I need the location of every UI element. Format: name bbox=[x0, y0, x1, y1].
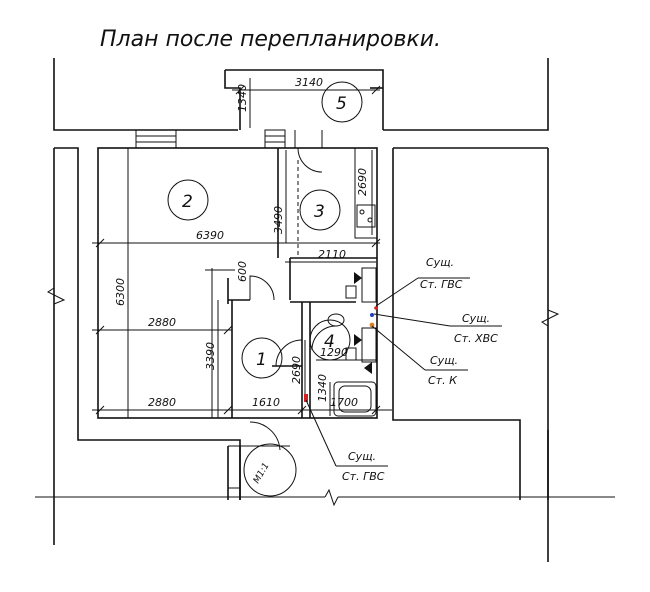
dim-total-height: 6300 bbox=[114, 278, 127, 306]
dim-corridor-width: 2110 bbox=[318, 248, 346, 261]
dim-room4-height-c: 1340 bbox=[316, 374, 329, 402]
dim-room3-height: 2690 bbox=[356, 168, 369, 196]
room-2-label: 2 bbox=[182, 192, 193, 212]
room-4-label: 4 bbox=[324, 332, 335, 352]
dim-middle-height: 3390 bbox=[204, 342, 217, 370]
dim-room1-width: 1610 bbox=[252, 396, 280, 409]
hot-water-pipe bbox=[374, 306, 378, 310]
note-hvs-line1: Сущ. bbox=[462, 312, 490, 325]
interior-walls bbox=[97, 129, 378, 497]
room-labels: 2 3 1 4 5 bbox=[167, 81, 363, 379]
note-gvs-bottom-line1: Сущ. bbox=[348, 450, 376, 463]
leader-lines bbox=[305, 277, 502, 467]
dim-room4-height-a: 1290 bbox=[320, 346, 348, 359]
cold-water-pipe bbox=[370, 313, 374, 317]
room-1-label: 1 bbox=[256, 350, 267, 370]
dim-total-width: 6390 bbox=[196, 229, 224, 242]
sewer-pipe bbox=[369, 322, 375, 328]
hot-water-pipe-bottom bbox=[304, 394, 308, 402]
stair-label: M1:1 bbox=[252, 461, 272, 485]
dim-door-600: 600 bbox=[236, 261, 249, 282]
dim-left-width-2: 2880 bbox=[148, 396, 176, 409]
room-3-label: 3 bbox=[314, 202, 325, 222]
dimension-lines bbox=[92, 78, 392, 418]
dim-room4-width: 1700 bbox=[330, 396, 358, 409]
dim-balcony-depth: 1340 bbox=[236, 84, 249, 112]
note-gvs-top-line1: Сущ. bbox=[426, 256, 454, 269]
pipe-risers bbox=[304, 272, 378, 402]
note-gvs-bottom-line2: Ст. ГВС bbox=[342, 470, 385, 483]
note-gvs-top-line2: Ст. ГВС bbox=[420, 278, 463, 291]
note-hvs-line2: Ст. ХВС bbox=[454, 332, 498, 345]
dim-left-width-1: 2880 bbox=[148, 316, 176, 329]
note-k-line1: Сущ. bbox=[430, 354, 458, 367]
note-k-line2: Ст. К bbox=[428, 374, 458, 387]
building-walls bbox=[35, 58, 615, 562]
dim-room2-height: 3490 bbox=[272, 206, 285, 234]
dim-room4-height-b: 2690 bbox=[290, 356, 303, 384]
room-5-label: 5 bbox=[336, 94, 347, 114]
dim-balcony-width: 3140 bbox=[295, 76, 323, 89]
plan-title: План после перепланировки. bbox=[100, 27, 441, 52]
